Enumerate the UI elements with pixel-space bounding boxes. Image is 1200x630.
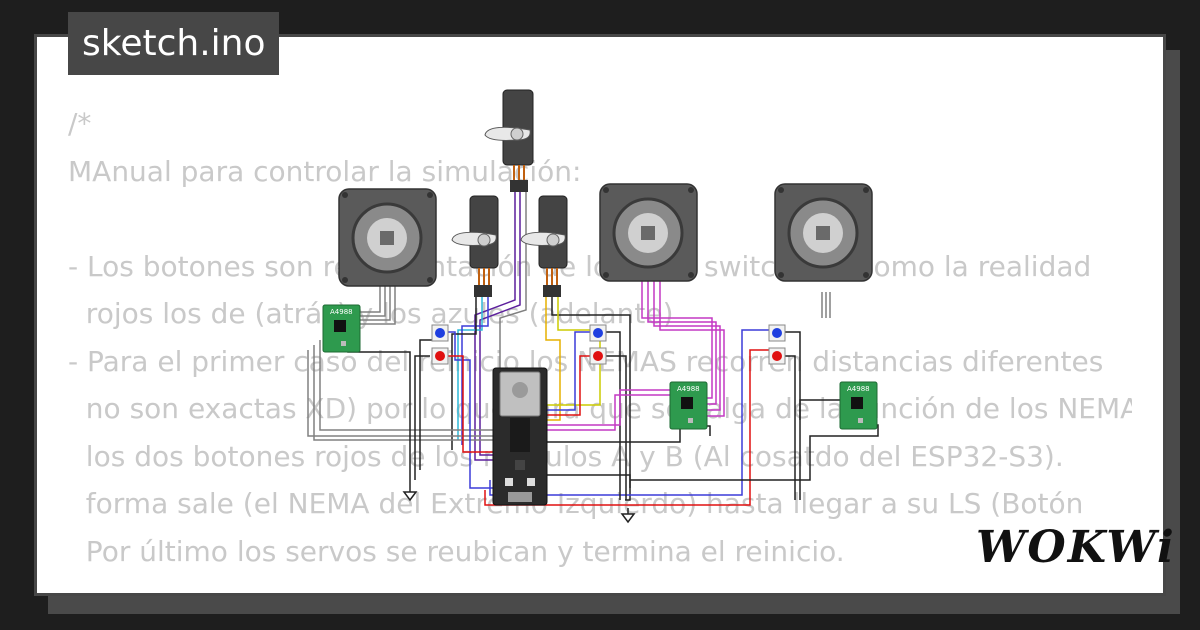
servo-top bbox=[484, 89, 534, 192]
driver-label-left: A4988 bbox=[330, 308, 353, 316]
ground-symbol-left bbox=[402, 488, 418, 502]
button-red-middle[interactable] bbox=[589, 347, 607, 365]
a4988-driver-middle: A4988 bbox=[669, 381, 708, 430]
code-line: MAnual para controlar la simulación: bbox=[68, 154, 582, 188]
button-blue-right[interactable] bbox=[768, 324, 786, 342]
esp32-s3-board bbox=[492, 367, 548, 506]
driver-label-right: A4988 bbox=[847, 385, 870, 393]
stepper-motor-middle bbox=[599, 183, 698, 282]
file-name-label: sketch.ino bbox=[68, 12, 280, 75]
code-line: /* bbox=[68, 107, 92, 140]
a4988-driver-left: A4988 bbox=[322, 304, 361, 353]
button-blue-middle[interactable] bbox=[589, 324, 607, 342]
button-red-right[interactable] bbox=[768, 347, 786, 365]
wokwi-logo: WOKWi bbox=[976, 522, 1176, 573]
stepper-motor-left bbox=[338, 188, 437, 287]
button-blue-left[interactable] bbox=[431, 324, 449, 342]
driver-label-middle: A4988 bbox=[677, 385, 700, 393]
a4988-driver-right: A4988 bbox=[839, 381, 878, 430]
code-line: forma sale (el NEMA del Extremo Izquierd… bbox=[68, 487, 1084, 520]
wires bbox=[307, 192, 879, 506]
code-line: Por último los servos se reubican y term… bbox=[68, 534, 845, 568]
ground-symbol-middle bbox=[620, 508, 636, 524]
stepper-motor-right bbox=[774, 183, 873, 282]
button-red-left[interactable] bbox=[431, 347, 449, 365]
servo-right bbox=[520, 195, 568, 297]
servo-left bbox=[451, 195, 499, 297]
